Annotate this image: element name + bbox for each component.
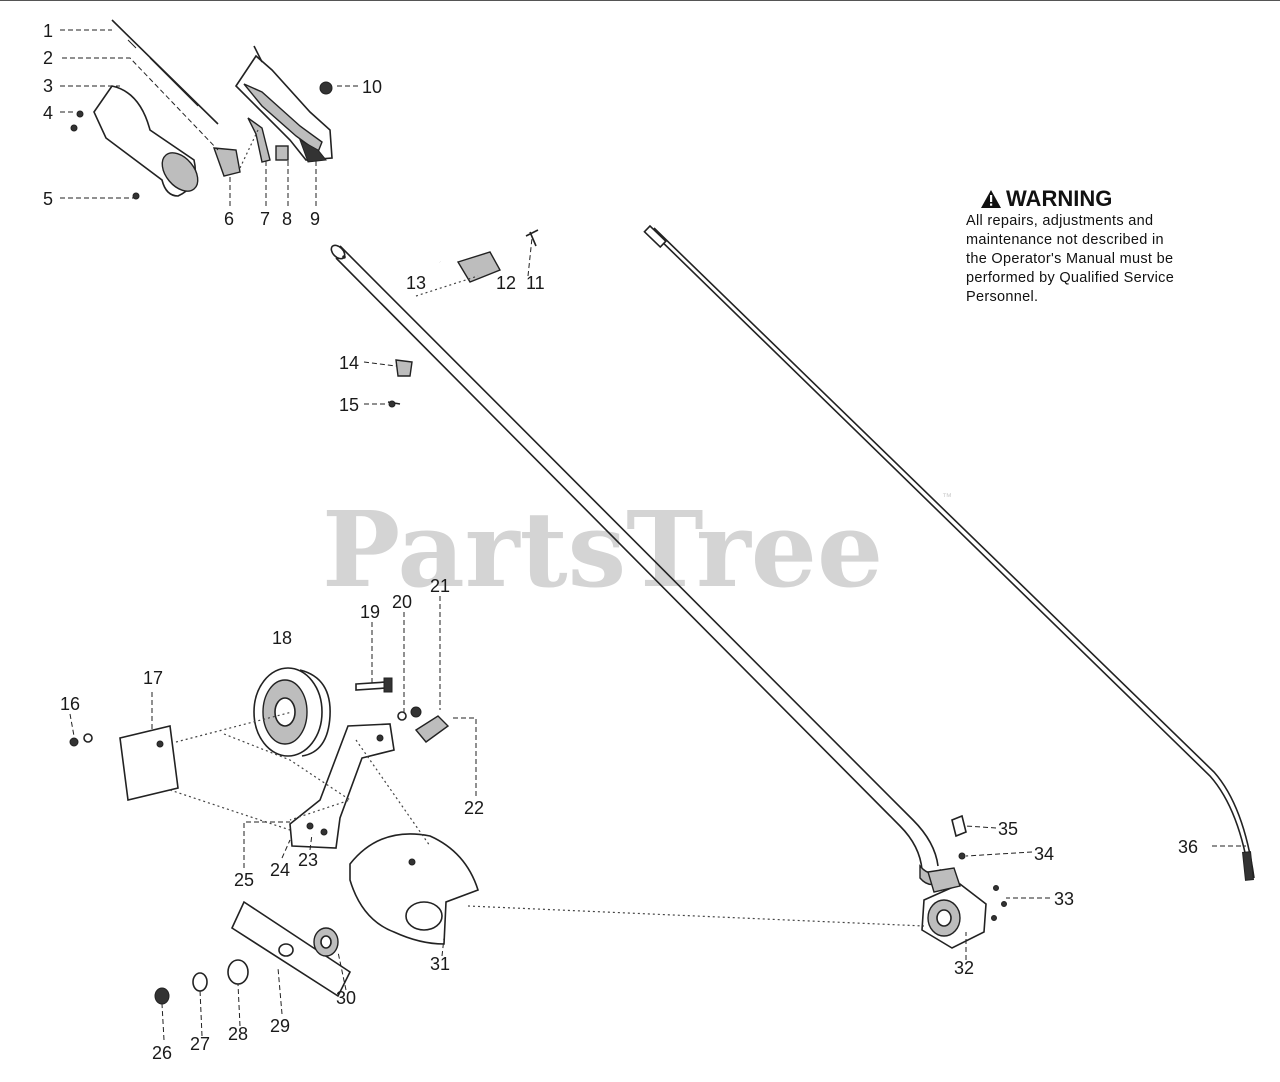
- warning-line-1: All repairs, adjustments and: [966, 213, 1154, 229]
- callout-36: 36: [1178, 837, 1198, 857]
- callout-32: 32: [954, 958, 974, 978]
- grip-3: [93, 85, 199, 197]
- warning-title: WARNING: [1006, 186, 1113, 211]
- warning-line-3: the Operator's Manual must be: [966, 251, 1174, 267]
- gear-head-32: [921, 814, 1007, 949]
- warning-line-2: maintenance not described in: [966, 232, 1164, 248]
- blade-29: [230, 900, 352, 998]
- throttle-housing-9: [234, 45, 333, 163]
- callout-15: 15: [339, 395, 359, 415]
- callout-34: 34: [1034, 844, 1054, 864]
- callout-20: 20: [392, 592, 412, 612]
- blade-guard-31: [349, 833, 479, 945]
- callout-31: 31: [430, 954, 450, 974]
- shield-plate-17: [69, 725, 179, 801]
- callout-13: 13: [406, 273, 426, 293]
- throttle-cable-1: [111, 19, 219, 125]
- callout-1: 1: [43, 21, 53, 41]
- callout-35: 35: [998, 819, 1018, 839]
- warning-body: All repairs, adjustments and maintenance…: [966, 212, 1226, 307]
- callout-30: 30: [336, 988, 356, 1008]
- hardware-top-left: [70, 81, 333, 200]
- trigger-7: [247, 117, 289, 163]
- callout-14: 14: [339, 353, 359, 373]
- callout-21: 21: [430, 576, 450, 596]
- callout-10: 10: [362, 77, 382, 97]
- callout-labels: 1 2 3 4 5 6 7 8 9 10 11 12 13 14 15 16 1…: [43, 21, 1198, 1063]
- callout-2: 2: [43, 48, 53, 68]
- top-border: [0, 0, 1280, 1]
- leader-lines: [60, 29, 1246, 1041]
- warning-line-5: Personnel.: [966, 289, 1039, 305]
- callout-27: 27: [190, 1034, 210, 1054]
- callout-11: 11: [526, 273, 545, 293]
- callout-18: 18: [272, 628, 292, 648]
- callout-25: 25: [234, 870, 254, 890]
- warning-heading: WARNING: [980, 186, 1226, 212]
- callout-28: 28: [228, 1024, 248, 1044]
- bracket-25: [289, 723, 395, 849]
- handle-12: [423, 184, 539, 283]
- callout-26: 26: [152, 1043, 172, 1063]
- callout-3: 3: [43, 76, 53, 96]
- callout-17: 17: [143, 668, 163, 688]
- callout-16: 16: [60, 694, 80, 714]
- assembly-lines: [169, 129, 925, 927]
- callout-22: 22: [464, 798, 484, 818]
- callout-4: 4: [43, 103, 53, 123]
- callout-6: 6: [224, 209, 234, 229]
- watermark-trademark: ™: [942, 492, 952, 503]
- warning-line-4: performed by Qualified Service: [966, 270, 1175, 286]
- callout-23: 23: [298, 850, 318, 870]
- callout-19: 19: [360, 602, 380, 622]
- wheel-hardware: [355, 677, 450, 743]
- callout-8: 8: [282, 209, 292, 229]
- wheel-18: [253, 667, 331, 757]
- callout-29: 29: [270, 1016, 290, 1036]
- callout-24: 24: [270, 860, 290, 880]
- flex-cable-36: [643, 224, 1255, 881]
- callout-5: 5: [43, 189, 53, 209]
- blade-hardware: [154, 927, 339, 1005]
- warning-notice: WARNING All repairs, adjustments and mai…: [966, 186, 1226, 307]
- callout-7: 7: [260, 209, 270, 229]
- callout-9: 9: [310, 209, 320, 229]
- warning-triangle-icon: [981, 190, 1001, 208]
- callout-12: 12: [496, 273, 516, 293]
- callout-33: 33: [1054, 889, 1074, 909]
- clamp-14: [387, 359, 413, 408]
